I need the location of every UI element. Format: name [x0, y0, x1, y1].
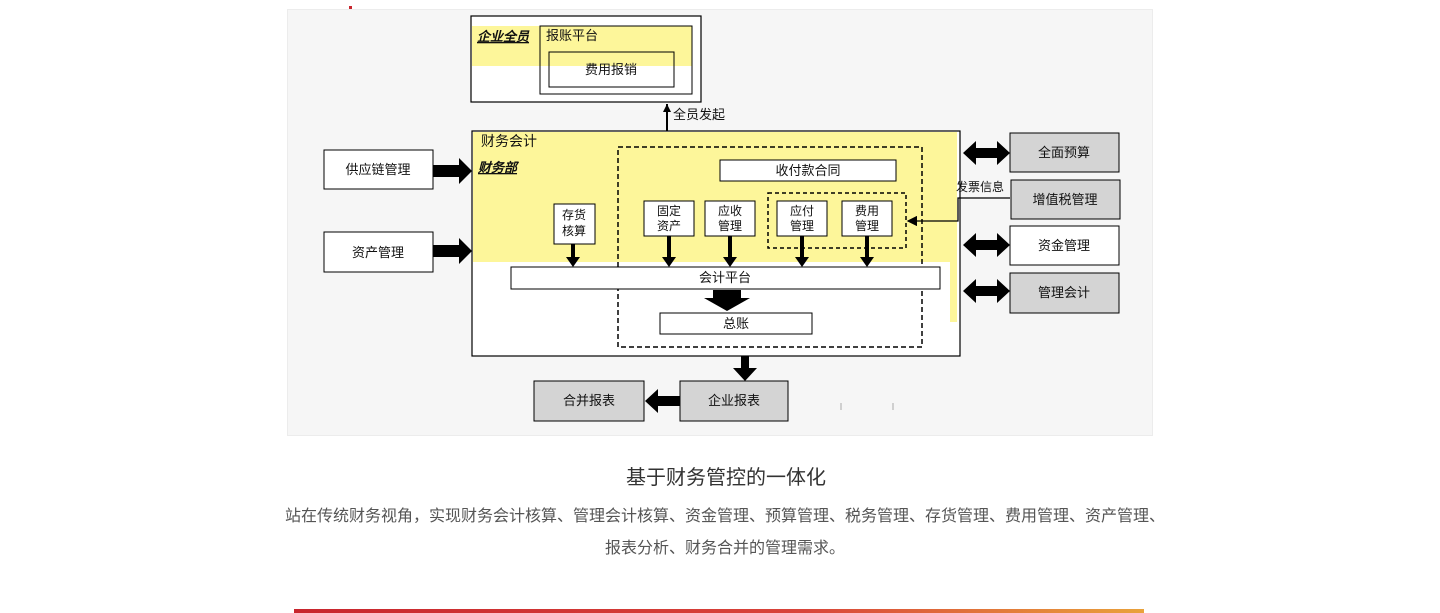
payment-contract-box	[719, 159, 897, 182]
finance-accounting-label: 财务会计	[481, 134, 537, 150]
general-ledger-label: 总账	[723, 317, 749, 332]
invoice-info-label: 发票信息	[956, 179, 1004, 194]
platform-to-ledger-arrow	[704, 290, 750, 311]
section-description-line1: 站在传统财务视角，实现财务会计核算、管理会计核算、资金管理、预算管理、税务管理、…	[284, 506, 1165, 525]
fund-management-label: 资金管理	[1038, 238, 1090, 254]
consolidated-statements-label: 合并报表	[563, 394, 615, 409]
section-description-line2: 报表分析、财务合并的管理需求。	[604, 538, 845, 557]
fixed-assets-line1: 固定	[657, 203, 681, 218]
fund-double-arrow	[963, 233, 1010, 257]
mgmt-accounting-double-arrow	[963, 279, 1010, 303]
section-title: 基于财务管控的一体化	[626, 465, 826, 489]
all-staff-initiate-label: 全员发起	[673, 107, 725, 123]
enterprise-highlight	[472, 26, 692, 66]
vat-management-box	[1010, 179, 1121, 220]
fixed-assets-label: 固定资产	[657, 203, 681, 233]
all-staff-arrow-head-up	[663, 104, 671, 112]
expense-management-label: 费用管理	[855, 204, 879, 233]
general-ledger-box	[659, 312, 813, 335]
management-accounting-label: 管理会计	[1038, 286, 1090, 301]
expense-reimbursement-box	[548, 51, 675, 88]
supply-chain-box	[323, 149, 434, 190]
comprehensive-budget-box	[1009, 132, 1120, 173]
fund-management-box	[1009, 225, 1120, 266]
inventory-line2: 核算	[562, 223, 586, 238]
receivables-line2: 管理	[718, 218, 742, 233]
section-description: 站在传统财务视角，实现财务会计核算、管理会计核算、资金管理、预算管理、税务管理、…	[280, 500, 1170, 564]
supply-chain-label: 供应链管理	[345, 162, 410, 178]
budget-double-arrow	[963, 141, 1010, 165]
finance-to-statements-arrow	[733, 356, 757, 381]
financial-integration-diagram: 企业全员 报账平台 费用报销 全员发起 财务会计 财务部 收付款合同 存货核算 …	[323, 15, 1121, 422]
consolidated-statements-box	[533, 380, 645, 422]
accounting-platform-box	[510, 266, 941, 290]
invoice-info-connector	[906, 197, 1010, 227]
finance-department-label: 财务部	[477, 160, 520, 176]
comprehensive-budget-label: 全面预算	[1038, 145, 1090, 161]
payables-line2: 管理	[790, 218, 814, 233]
asset-management-box	[323, 231, 434, 273]
expense-line2: 管理	[855, 218, 879, 233]
vat-management-label: 增值税管理	[1032, 192, 1097, 208]
payables-label: 应付管理	[790, 203, 814, 233]
enterprise-statements-box	[679, 380, 789, 422]
inventory-accounting-label: 存货核算	[562, 207, 586, 238]
bottom-accent-bar	[294, 609, 1144, 613]
receivables-line1: 应收	[718, 203, 742, 218]
asset-management-arrow	[433, 238, 472, 264]
reimbursement-platform-label: 报账平台	[546, 29, 598, 44]
tick-marks	[840, 403, 894, 410]
accent-dot	[349, 6, 352, 9]
module-down-arrows	[566, 236, 874, 267]
finance-highlight	[473, 132, 957, 262]
expense-line1: 费用	[855, 204, 879, 218]
statements-to-consolidated-arrow	[645, 389, 680, 413]
finance-highlight-strip	[950, 262, 957, 322]
management-accounting-box	[1009, 272, 1120, 314]
payment-contract-label: 收付款合同	[775, 164, 840, 179]
expense-reimbursement-label: 费用报销	[585, 63, 637, 78]
supply-chain-arrow	[433, 158, 472, 184]
receivables-box	[704, 200, 756, 237]
enterprise-all-staff-label: 企业全员	[477, 29, 530, 45]
inventory-line1: 存货	[562, 207, 586, 222]
enterprise-statements-label: 企业报表	[708, 393, 760, 409]
accounting-platform-label: 会计平台	[699, 271, 751, 286]
payables-expense-dashed-group	[767, 192, 907, 249]
fixed-assets-line2: 资产	[657, 219, 681, 233]
expense-management-box	[841, 200, 893, 237]
dashed-boundary	[617, 146, 923, 348]
reimbursement-platform-box	[539, 25, 693, 95]
asset-management-label: 资产管理	[352, 246, 404, 261]
payables-line1: 应付	[790, 203, 814, 218]
payables-box	[776, 200, 828, 237]
receivables-label: 应收管理	[718, 203, 742, 233]
